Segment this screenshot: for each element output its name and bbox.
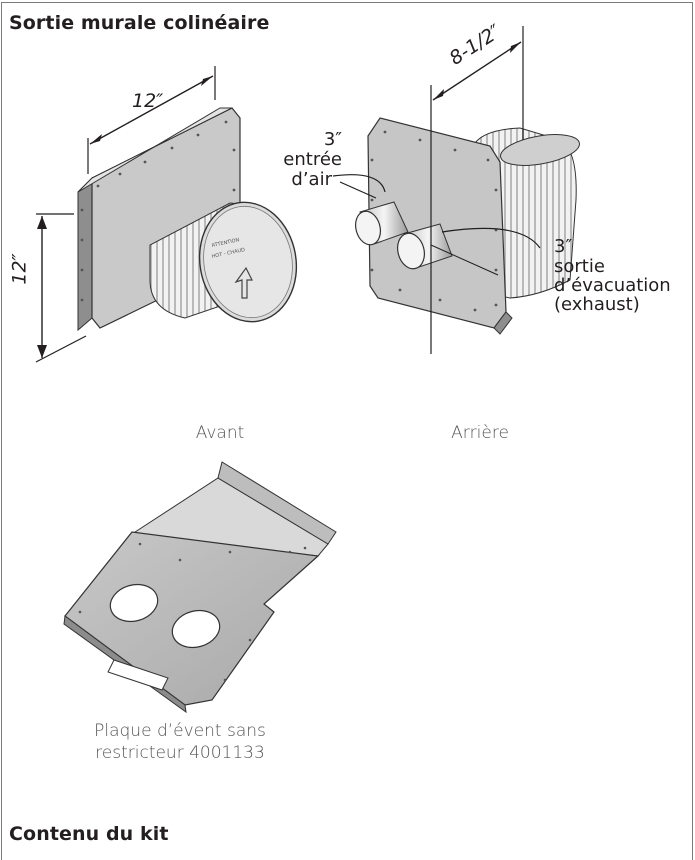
intake-label-line2: d’air (291, 169, 332, 190)
rear-caption: Arrière (451, 423, 509, 443)
exhaust-label-line2: d’évacuation (554, 275, 671, 296)
intake-label-line1: entrée (283, 149, 342, 170)
exhaust-size-label: 3″ (554, 236, 573, 257)
front-caption: Avant (195, 423, 245, 443)
plate-caption-line1: Plaque d’évent sans (94, 721, 266, 741)
exhaust-label-line1: sortie (554, 256, 605, 277)
plate-caption: Plaque d’évent sans restricteur 4001133 (60, 720, 300, 764)
plate-caption-line2: restricteur 4001133 (95, 743, 265, 763)
kit-contents-title: Contenu du kit (9, 823, 169, 845)
front-height-dimension: 12″ (8, 253, 31, 285)
front-vent-drawing (35, 66, 298, 363)
cap-print-1: ATTENTION (211, 237, 240, 249)
rear-vent-drawing (332, 26, 580, 354)
front-width-dimension: 12″ (132, 90, 164, 112)
vent-plate-drawing (63, 461, 337, 714)
section-title: Sortie murale colinéaire (9, 12, 270, 34)
exhaust-label-line3: (exhaust) (554, 294, 640, 315)
intake-size-label: 3″ (323, 129, 342, 150)
